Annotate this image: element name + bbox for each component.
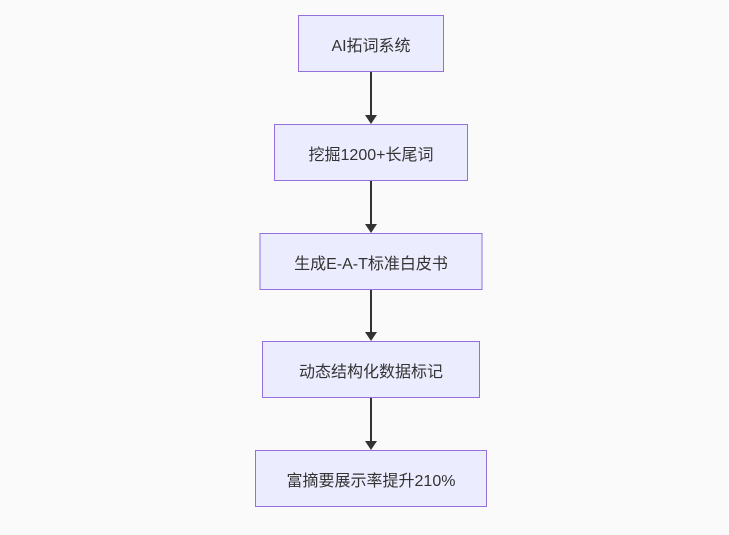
flow-node-label: 动态结构化数据标记: [298, 363, 443, 381]
flow-node-eat-whitepaper: 生成E-A-T标准白皮书: [259, 233, 483, 290]
flow-node-longtail-mining: 挖掘1200+长尾词: [274, 124, 468, 181]
flow-node-ai-word-expansion: AI拓词系统: [298, 15, 444, 72]
flow-node-structured-data: 动态结构化数据标记: [262, 341, 480, 398]
flow-node-label: AI拓词系统: [331, 37, 411, 55]
flow-node-rich-snippet-result: 富摘要展示率提升210%: [255, 450, 487, 507]
flow-node-label: 富摘要展示率提升210%: [286, 472, 456, 490]
flow-node-label: 挖掘1200+长尾词: [308, 146, 434, 164]
flow-arrow-2: [370, 181, 372, 225]
flow-arrow-4: [370, 398, 372, 442]
flow-arrow-3: [370, 290, 372, 333]
flow-arrow-1: [370, 72, 372, 116]
flow-node-label: 生成E-A-T标准白皮书: [294, 255, 448, 273]
